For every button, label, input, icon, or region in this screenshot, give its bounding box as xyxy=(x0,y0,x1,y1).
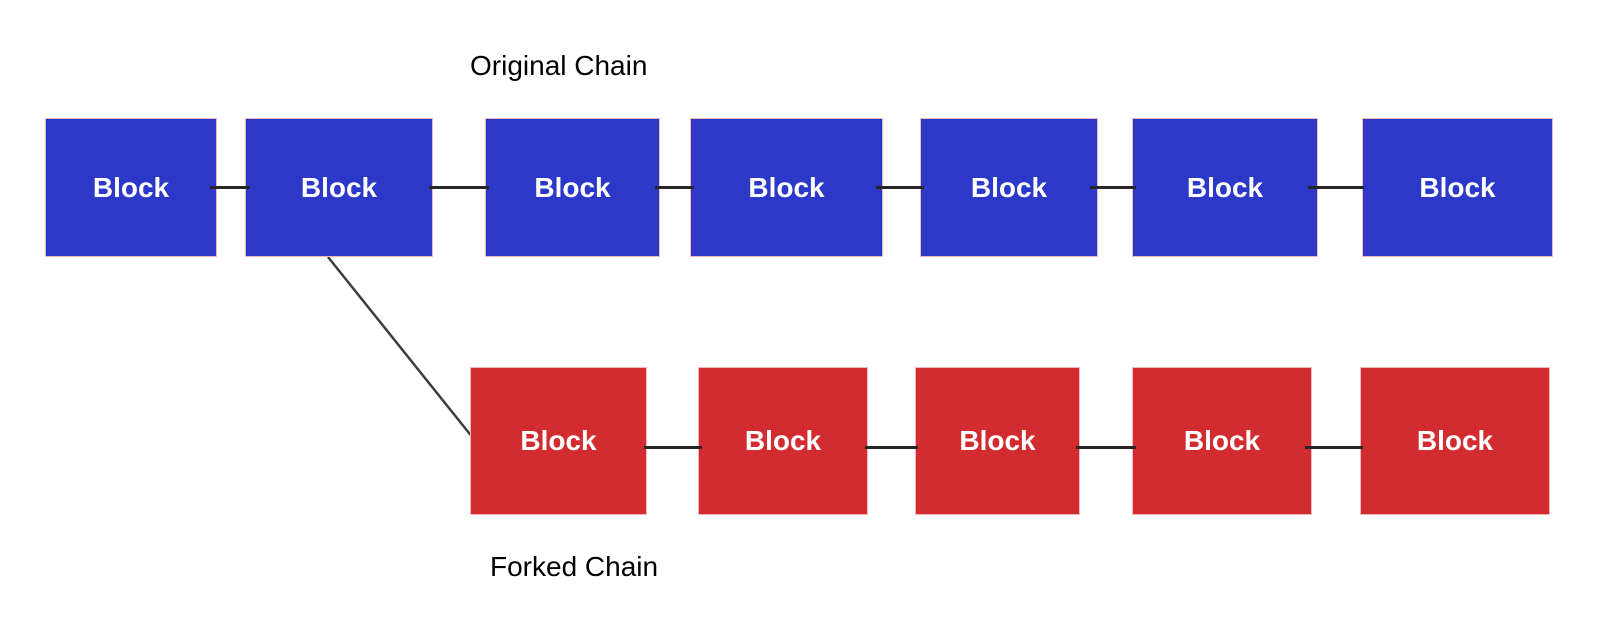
forked-chain-connector xyxy=(644,446,702,449)
original-chain-block: Block xyxy=(1362,118,1553,257)
forked-chain-block: Block xyxy=(470,367,647,515)
original-chain-block: Block xyxy=(45,118,217,257)
forked-chain-block: Block xyxy=(915,367,1080,515)
original-chain-connector xyxy=(210,186,250,189)
original-chain-connector xyxy=(655,186,694,189)
original-chain-block: Block xyxy=(920,118,1098,257)
forked-chain-title: Forked Chain xyxy=(490,551,659,582)
forked-chain-block: Block xyxy=(1360,367,1550,515)
original-chain-connector xyxy=(876,186,924,189)
original-chain-title: Original Chain xyxy=(470,50,648,81)
original-chain-block: Block xyxy=(485,118,660,257)
original-chain-connector xyxy=(429,186,489,189)
forked-chain-connector xyxy=(1305,446,1363,449)
original-chain-block: Block xyxy=(1132,118,1318,257)
original-chain-connector xyxy=(1090,186,1136,189)
forked-chain-block: Block xyxy=(698,367,868,515)
forked-chain-connector xyxy=(865,446,918,449)
original-chain-block: Block xyxy=(690,118,883,257)
original-chain-connector xyxy=(1308,186,1364,189)
forked-chain-block: Block xyxy=(1132,367,1312,515)
original-chain-block: Block xyxy=(245,118,433,257)
forked-chain-connector xyxy=(1076,446,1136,449)
